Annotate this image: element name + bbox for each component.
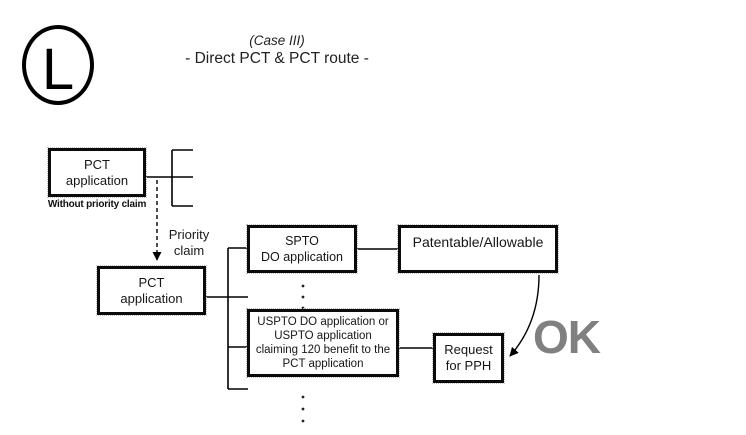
node-text-line: PCT application <box>282 358 364 370</box>
node-text-line: Patentable/Allowable <box>412 234 544 250</box>
node-text-line: claiming 120 benefit to the <box>255 344 391 356</box>
vertical-ellipsis-middle <box>301 284 305 310</box>
node-text-line: application <box>65 172 129 188</box>
node-spto-do-application: SPTO DO application <box>246 224 358 274</box>
node-text-line: DO application <box>261 250 343 264</box>
top-fork-branches <box>146 149 193 207</box>
node-text-line: SPTO <box>285 234 319 248</box>
case-letter: L <box>41 37 75 102</box>
ok-annotation: OK <box>533 311 601 363</box>
patentable-to-request-curved-arrow <box>509 274 540 357</box>
priority-claim-label: Priority claim <box>158 227 220 258</box>
node-text-line: PCT <box>138 274 165 290</box>
priority-claim-line: Priority <box>168 227 210 242</box>
node-pct-application-second: PCT application <box>96 265 207 316</box>
route-title: - Direct PCT & PCT route - <box>185 50 369 67</box>
node-text-line: USPTO application <box>274 330 372 342</box>
node-text-line: Request <box>444 342 493 357</box>
title-block: (Case III) - Direct PCT & PCT route - <box>146 33 408 67</box>
node-patentable-allowable: Patentable/Allowable <box>397 224 559 274</box>
case-title: (Case III) <box>249 33 305 48</box>
node-text-line: for PPH <box>445 358 492 373</box>
node-text-line: application <box>120 290 183 306</box>
priority-claim-line: claim <box>173 242 205 258</box>
without-priority-claim-caption: Without priority claim <box>47 199 147 210</box>
node-request-for-pph: Request for PPH <box>432 332 505 384</box>
node-uspto-application: USPTO DO application or USPTO applicatio… <box>246 308 400 378</box>
node-text-line: PCT <box>84 156 110 172</box>
node-pct-application-direct: PCT application <box>47 147 147 198</box>
vertical-ellipsis-bottom <box>301 395 305 423</box>
node-text-line: USPTO DO application or <box>257 316 389 328</box>
case-letter-badge: L <box>22 25 94 105</box>
main-fork-branches <box>206 247 248 390</box>
